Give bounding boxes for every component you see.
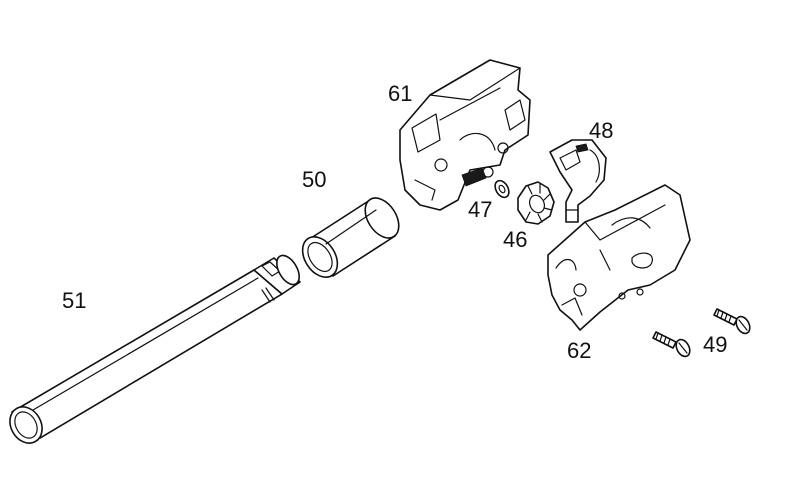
barrel-bushing-part [301,197,400,278]
label-61: 61 [388,81,412,106]
label-62: 62 [567,338,591,363]
label-47: 47 [468,197,492,222]
label-51: 51 [62,288,86,313]
inner-barrel-part [9,254,301,444]
label-50: 50 [302,167,326,192]
label-48: 48 [589,118,613,143]
washer-part [494,179,510,199]
label-49: 49 [703,332,727,357]
adjustment-wheel-part [517,181,555,225]
label-46: 46 [503,227,527,252]
hopup-rubber-part [549,139,607,223]
hopup-chamber-upper-part [399,59,531,211]
hopup-chamber-lower-part [547,184,691,331]
screws-part [652,308,751,358]
